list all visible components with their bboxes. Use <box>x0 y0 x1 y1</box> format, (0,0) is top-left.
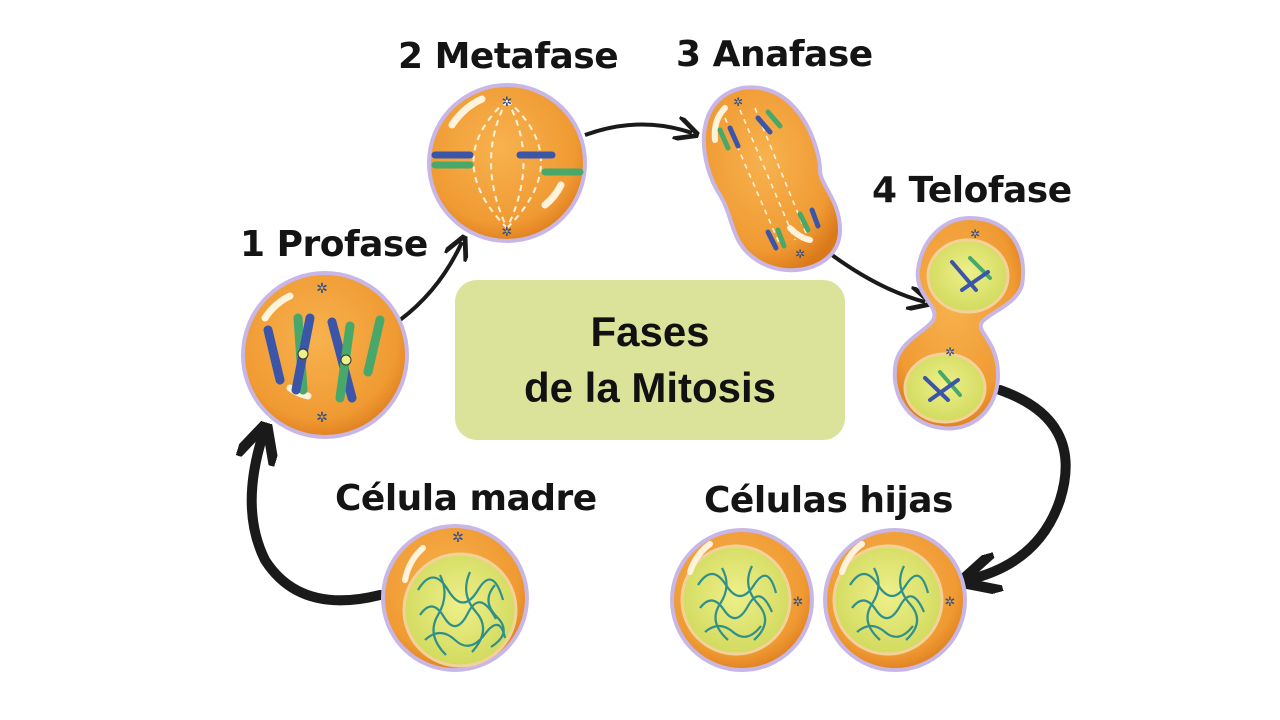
svg-text:✲: ✲ <box>502 95 513 110</box>
arrow-anafase-to-telofase <box>830 253 925 302</box>
title-line-2: de la Mitosis <box>523 364 777 411</box>
svg-text:✲: ✲ <box>795 247 805 261</box>
label-celula-madre: Célula madre <box>335 478 597 519</box>
arrow-madre-to-profase <box>252 438 385 606</box>
svg-text:✲: ✲ <box>733 95 743 109</box>
label-metafase: 2 Metafase <box>398 36 619 77</box>
cell-anafase: ✲ ✲ <box>701 85 843 273</box>
cell-hija-1: ✲ <box>670 528 814 672</box>
svg-text:✲: ✲ <box>316 281 328 297</box>
cell-profase: ✲ ✲ <box>241 271 409 439</box>
title-box: Fases de la Mitosis <box>455 280 845 440</box>
cell-telofase: ✲ ✲ <box>892 215 1026 431</box>
arrow-profase-to-metafase <box>398 242 462 322</box>
title-line-1: Fases <box>590 308 710 355</box>
label-profase: 1 Profase <box>240 224 428 265</box>
svg-text:✲: ✲ <box>970 227 980 241</box>
svg-text:✲: ✲ <box>793 595 804 610</box>
cell-hija-2: ✲ <box>823 528 967 672</box>
cell-madre: ✲ <box>381 524 529 672</box>
cell-metafase: ✲ ✲ <box>427 83 587 243</box>
svg-text:✲: ✲ <box>945 345 955 359</box>
svg-text:✲: ✲ <box>452 530 464 546</box>
label-telofase: 4 Telofase <box>872 170 1072 211</box>
arrow-metafase-to-anafase <box>584 124 692 135</box>
arrow-telofase-to-hijas <box>975 385 1071 578</box>
svg-text:✲: ✲ <box>502 225 513 240</box>
label-celulas-hijas: Células hijas <box>704 480 953 521</box>
svg-text:✲: ✲ <box>945 595 956 610</box>
label-anafase: 3 Anafase <box>676 34 873 75</box>
svg-text:✲: ✲ <box>316 410 328 426</box>
